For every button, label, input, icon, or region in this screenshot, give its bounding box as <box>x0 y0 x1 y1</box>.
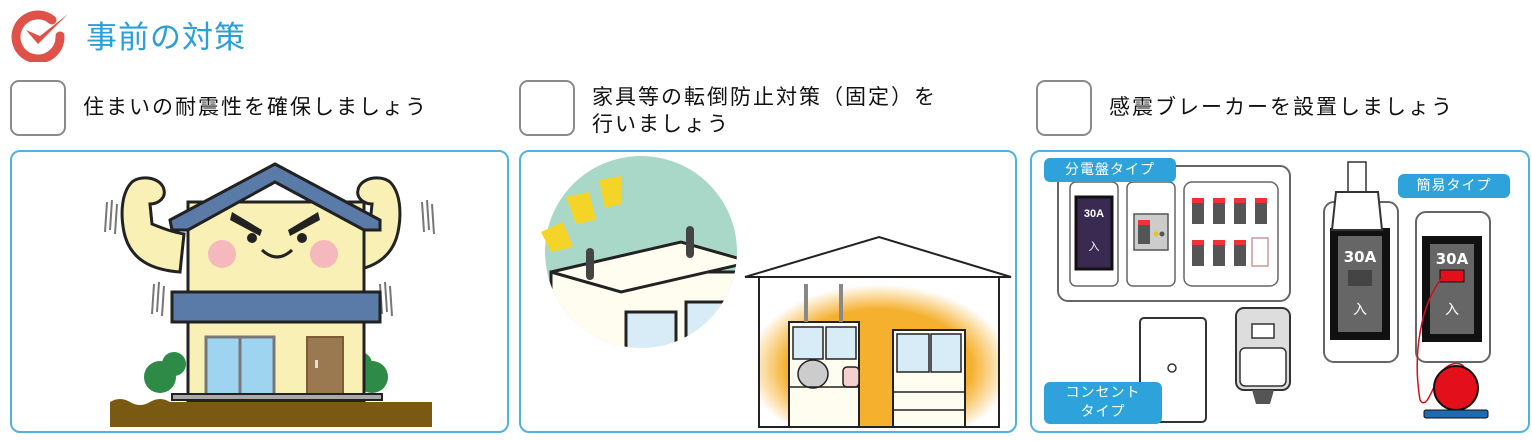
checkbox[interactable] <box>1036 80 1092 136</box>
checklist-item-seismic-breaker[interactable]: 感震ブレーカーを設置しましょう <box>1036 80 1454 136</box>
svg-text:30A: 30A <box>1084 208 1104 220</box>
svg-text:入: 入 <box>1089 240 1100 253</box>
strong-house-illustration <box>104 162 435 427</box>
illustration-panel-house <box>10 150 509 433</box>
illustration-panel-furniture <box>519 150 1017 433</box>
checklist-item-quake-resistance[interactable]: 住まいの耐震性を確保しましょう <box>10 80 428 136</box>
svg-text:30A: 30A <box>1436 250 1469 268</box>
illustration-panel-breaker: 30A 入 30A 入 30A 入 分電盤タイプ <box>1030 150 1530 433</box>
svg-text:入: 入 <box>1445 302 1459 318</box>
svg-text:30A: 30A <box>1344 248 1377 266</box>
checkbox[interactable] <box>519 80 575 136</box>
seismic-breaker-illustration: 30A 入 30A 入 30A 入 <box>1057 161 1491 423</box>
item-label: 住まいの耐震性を確保しましょう <box>83 95 428 119</box>
tag-outlet-type: コンセント タイプ <box>1044 382 1162 424</box>
checklist-item-furniture-fixing[interactable]: 家具等の転倒防止対策（固定）を 行いましょう <box>519 80 937 138</box>
page-title: 事前の対策 <box>86 19 246 56</box>
checkbox[interactable] <box>10 80 66 136</box>
tag-simple-type: 簡易タイプ <box>1398 174 1510 198</box>
svg-text:入: 入 <box>1353 302 1367 318</box>
item-label: 感震ブレーカーを設置しましょう <box>1109 95 1454 119</box>
tag-panel-type: 分電盤タイプ <box>1044 158 1176 182</box>
section-header: 事前の対策 <box>8 6 246 62</box>
check-circle-icon <box>11 10 68 62</box>
furniture-fixing-illustration <box>541 156 1012 428</box>
item-label: 家具等の転倒防止対策（固定）を 行いましょう <box>592 85 937 136</box>
